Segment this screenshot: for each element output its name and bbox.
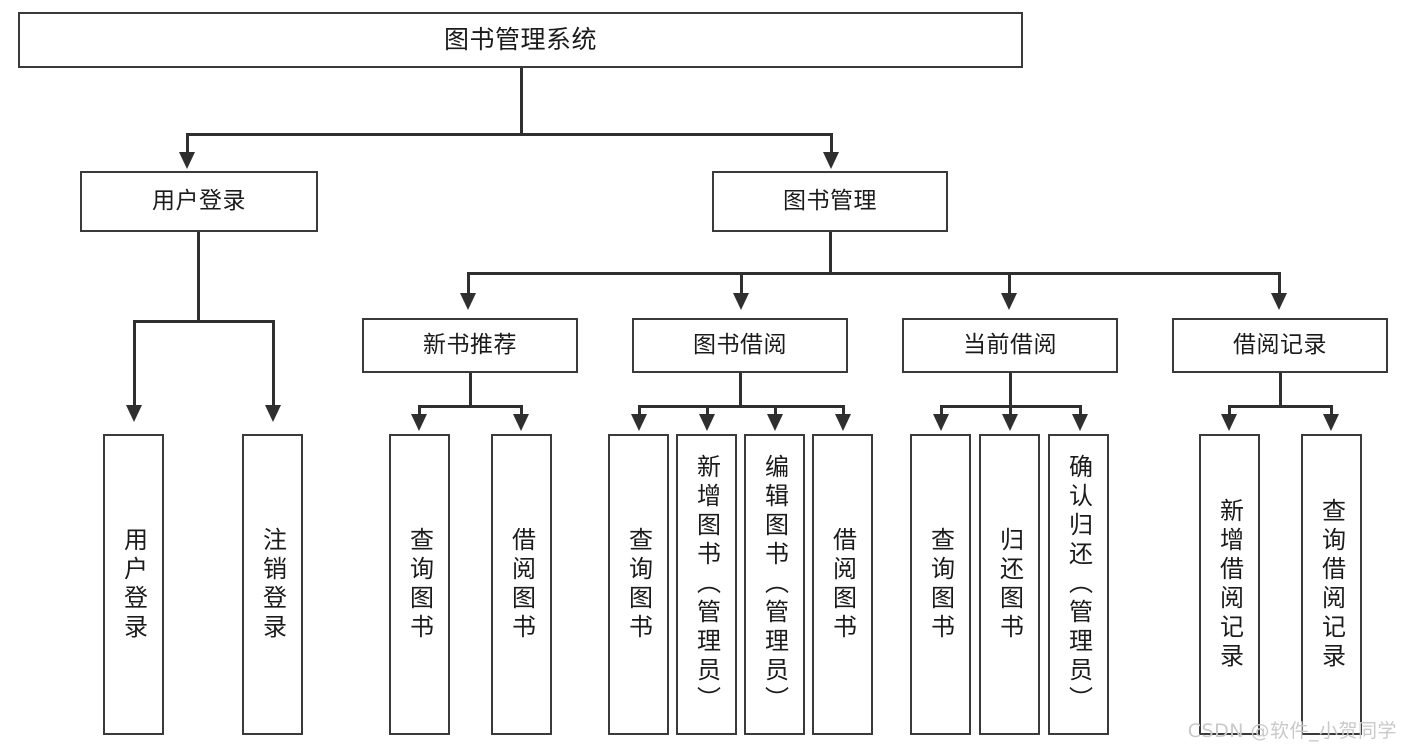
node-borrow-record[interactable]: 借阅记录 — [1172, 318, 1388, 373]
connector-bookmgmt-to-current — [1008, 272, 1011, 298]
connector-userlogin-to-leaf2 — [272, 320, 275, 410]
node-label: 用户登录 — [152, 187, 246, 214]
node-book-management[interactable]: 图书管理 — [712, 171, 948, 232]
connector-bookmgmt-to-new — [467, 272, 470, 298]
node-label: 借阅图书 — [828, 526, 857, 643]
node-label: 新增借阅记录 — [1215, 497, 1244, 672]
arrow-bookborrow-to-leaf1 — [631, 414, 647, 431]
node-user-login[interactable]: 用户登录 — [80, 171, 318, 232]
connector-bookmgmt-bar — [467, 272, 1280, 275]
connector-bookborrow-to-leaf1 — [638, 405, 641, 419]
node-label: 新增图书（管理员） — [692, 454, 721, 715]
leaf-user-login[interactable]: 用户登录 — [103, 434, 164, 735]
connector-currentborrow-to-leaf3 — [1079, 405, 1082, 419]
node-label: 查询图书 — [405, 526, 434, 643]
connector-borrowrecord-bar — [1228, 405, 1332, 408]
leaf-add-borrow-record[interactable]: 新增借阅记录 — [1199, 434, 1260, 735]
connector-bookborrow-to-leaf2 — [706, 405, 709, 419]
leaf-borrow-book[interactable]: 借阅图书 — [812, 434, 873, 735]
arrow-bookmgmt-to-new — [460, 293, 476, 310]
arrow-bookmgmt-to-current — [1001, 293, 1017, 310]
connector-currentborrow-to-leaf1 — [940, 405, 943, 419]
node-label: 查询借阅记录 — [1317, 497, 1346, 672]
node-label: 借阅图书 — [507, 526, 536, 643]
node-label: 图书管理 — [783, 187, 877, 214]
connector-currentborrow-to-leaf2 — [1009, 405, 1012, 419]
node-book-borrow[interactable]: 图书借阅 — [632, 318, 848, 373]
leaf-edit-book-admin[interactable]: 编辑图书（管理员） — [744, 434, 805, 735]
arrow-userlogin-to-leaf1 — [126, 405, 142, 422]
node-label: 用户登录 — [119, 526, 148, 643]
node-label: 图书借阅 — [693, 331, 787, 358]
arrow-userlogin-to-leaf2 — [265, 405, 281, 422]
connector-newbook-bar — [418, 405, 522, 408]
leaf-query-book-current[interactable]: 查询图书 — [910, 434, 971, 735]
arrow-bookmgmt-to-record — [1271, 293, 1287, 310]
connector-bookborrow-to-leaf3 — [774, 405, 777, 419]
connector-borrowrecord-trunk — [1279, 373, 1282, 407]
node-root-system[interactable]: 图书管理系统 — [18, 12, 1023, 68]
node-label: 查询图书 — [926, 526, 955, 643]
connector-root-trunk — [520, 68, 523, 134]
leaf-add-book-admin[interactable]: 新增图书（管理员） — [676, 434, 737, 735]
node-current-borrow[interactable]: 当前借阅 — [902, 318, 1118, 373]
leaf-return-book[interactable]: 归还图书 — [979, 434, 1040, 735]
node-label: 注销登录 — [258, 526, 287, 643]
arrow-bookborrow-to-leaf2 — [699, 414, 715, 431]
node-new-book-recommend[interactable]: 新书推荐 — [362, 318, 578, 373]
arrow-currentborrow-to-leaf2 — [1002, 414, 1018, 431]
leaf-borrow-book-recommend[interactable]: 借阅图书 — [491, 434, 552, 735]
arrow-newbook-to-leaf1 — [411, 414, 427, 431]
arrow-root-to-userlogin — [179, 152, 195, 169]
connector-newbook-to-leaf1 — [418, 405, 421, 419]
node-label: 归还图书 — [995, 526, 1024, 643]
node-label: 确认归还（管理员） — [1064, 454, 1093, 715]
connector-borrowrecord-to-leaf1 — [1228, 405, 1231, 419]
arrow-currentborrow-to-leaf1 — [933, 414, 949, 431]
node-label: 借阅记录 — [1233, 331, 1327, 358]
arrow-root-to-bookmgmt — [823, 152, 839, 169]
connector-bookmgmt-to-record — [1278, 272, 1281, 298]
node-label: 查询图书 — [624, 526, 653, 643]
arrow-borrowrecord-to-leaf1 — [1221, 414, 1237, 431]
leaf-query-book-recommend[interactable]: 查询图书 — [389, 434, 450, 735]
node-label: 当前借阅 — [963, 331, 1057, 358]
arrow-currentborrow-to-leaf3 — [1072, 414, 1088, 431]
connector-userlogin-bar — [133, 320, 274, 323]
connector-currentborrow-trunk — [1009, 373, 1012, 407]
connector-root-to-bookmgmt — [830, 133, 833, 157]
connector-newbook-trunk — [469, 373, 472, 407]
connector-userlogin-trunk — [197, 232, 200, 322]
leaf-logout[interactable]: 注销登录 — [242, 434, 303, 735]
connector-bookborrow-trunk — [739, 373, 742, 407]
connector-root-bar — [186, 133, 832, 136]
node-label: 新书推荐 — [423, 331, 517, 358]
connector-bookmgmt-to-borrow — [740, 272, 743, 298]
connector-bookborrow-to-leaf4 — [842, 405, 845, 419]
node-label: 图书管理系统 — [443, 25, 597, 54]
node-label: 编辑图书（管理员） — [760, 454, 789, 715]
connector-root-to-userlogin — [186, 133, 189, 157]
connector-newbook-to-leaf2 — [520, 405, 523, 419]
arrow-bookborrow-to-leaf4 — [835, 414, 851, 431]
connector-bookmgmt-trunk — [829, 232, 832, 274]
arrow-borrowrecord-to-leaf2 — [1323, 414, 1339, 431]
arrow-bookborrow-to-leaf3 — [767, 414, 783, 431]
arrow-bookmgmt-to-borrow — [733, 293, 749, 310]
arrow-newbook-to-leaf2 — [513, 414, 529, 431]
connector-userlogin-to-leaf1 — [133, 320, 136, 410]
leaf-query-book-borrow[interactable]: 查询图书 — [608, 434, 669, 735]
leaf-confirm-return-admin[interactable]: 确认归还（管理员） — [1048, 434, 1109, 735]
leaf-query-borrow-record[interactable]: 查询借阅记录 — [1301, 434, 1362, 735]
connector-borrowrecord-to-leaf2 — [1330, 405, 1333, 419]
connector-bookborrow-bar — [638, 405, 844, 408]
